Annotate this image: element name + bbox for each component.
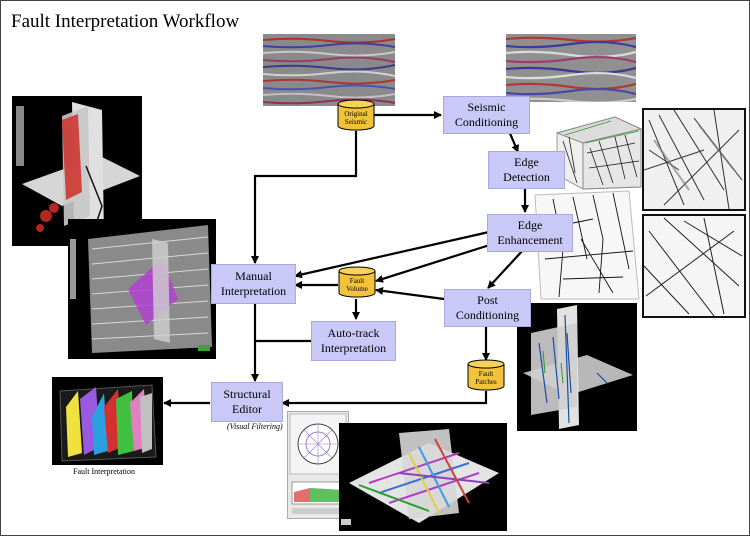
arrow-conditioning-to-detection	[507, 130, 520, 153]
page-title: Fault Interpretation Workflow	[11, 11, 240, 32]
arrow-enhancement-to-faultvolume	[375, 241, 497, 283]
visual-filtering-caption: (Visual Filtering)	[227, 422, 283, 431]
post-conditioning-image	[517, 303, 637, 431]
arrow-faultpatches-to-editor	[281, 391, 488, 407]
arrow-post-to-faultvolume	[375, 286, 445, 301]
fault-interpretation-caption: Fault Interpretation	[73, 467, 135, 476]
conditioned-seismic-image	[506, 34, 636, 102]
interpretation-3d-image-2	[68, 219, 216, 359]
original-seismic-image	[263, 34, 395, 106]
edge-slice-image-2	[642, 214, 746, 318]
arrow-seismic-to-manual	[251, 131, 358, 264]
visual-filtering-panel-image	[287, 411, 349, 519]
fault-interpretation-image	[52, 377, 163, 465]
edge-slice-image-1	[642, 108, 746, 211]
arrow-enhancement-to-post	[487, 248, 525, 289]
arrow-enhancement-to-manual	[294, 230, 490, 279]
structural-editor-image	[339, 423, 507, 531]
edge-detection-cube-image	[555, 113, 643, 191]
